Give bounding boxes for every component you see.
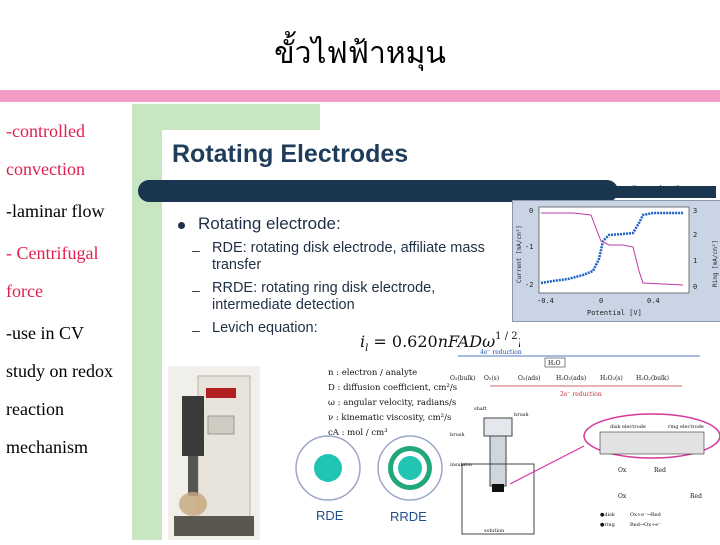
bullet-text: Centrifugal <box>16 243 99 263</box>
four-electron-label: 4e⁻ reduction <box>480 349 522 356</box>
o2-label-text: O <box>630 184 639 196</box>
page-title: ขั้วไฟฟ้าหมุน <box>274 36 446 71</box>
rrde-label: RRDE <box>390 509 427 524</box>
definition-nu: ν : kinematic viscosity, cm²/s <box>328 413 452 423</box>
legend-disk-reaction: Ox+e⁻→Red <box>630 512 662 518</box>
voltammogram-svg: 0 -1 -2 3 2 1 0 -0.4 0 0.4 Potential [V]… <box>516 206 719 317</box>
definition-d: D : diffusion coefficient, cm²/s <box>328 383 458 393</box>
y-right-axis-label: Ring [mA/cm²] <box>712 240 719 287</box>
label-brush-right: brush <box>514 412 529 418</box>
bullet-controlled-convection: -controlled convection <box>6 112 136 188</box>
bullet-laminar-flow: -laminar flow <box>6 192 136 230</box>
bullet-text: force <box>6 281 43 301</box>
voltammogram-plot: 0 -1 -2 3 2 1 0 -0.4 0 0.4 Potential [V]… <box>512 200 720 322</box>
embedded-slide: Rotating Electrodes O2 reduction Rotatin… <box>132 104 720 540</box>
rde-rrde-icons <box>295 435 443 501</box>
label-ring-electrode: ring electrode <box>668 424 704 430</box>
electrode-instrument-photo <box>168 366 260 540</box>
highlight-ellipse <box>583 413 720 459</box>
species-o2-bulk: O₂(bulk) <box>450 375 475 382</box>
dash-icon: – <box>192 242 200 258</box>
x-tick: 0.4 <box>647 297 660 305</box>
bullet-list: -controlled convection -laminar flow - C… <box>6 112 136 470</box>
rde-label: RDE <box>316 508 344 523</box>
x-tick: 0 <box>599 297 603 305</box>
x-tick: -0.4 <box>537 297 554 305</box>
bullet-text: study on redox <box>6 361 113 381</box>
sub-bullet-rrde: RRDE: rotating ring disk electrode, inte… <box>212 280 436 313</box>
divider-bar <box>0 90 720 102</box>
equation-definitions: n : electron / analyte D : diffusion coe… <box>328 366 457 441</box>
rrde-disk-center <box>398 456 422 480</box>
label-red-right: Red <box>690 493 702 500</box>
legend-ring: ●ring <box>600 522 616 528</box>
label-solution: solution <box>484 528 505 534</box>
rrde-mechanism-diagram: 4e⁻ reduction H₂O O₂(bulk) O₂(s) O₂(ads)… <box>450 349 720 535</box>
bullet-prefix: - <box>6 121 12 141</box>
label-shaft: shaft <box>474 406 487 412</box>
y-right-tick: 0 <box>693 283 697 291</box>
bullet-prefix: - <box>6 323 12 343</box>
o2-label-rest: reduction <box>643 184 692 196</box>
bullet-centrifugal-force: - Centrifugal force <box>6 234 136 310</box>
bullet-dot-icon <box>178 222 185 229</box>
o2-label-subscript: 2 <box>638 189 644 199</box>
bullet-text: controlled <box>12 121 85 141</box>
bullet-prefix: - <box>6 243 17 263</box>
label-ox-bottom: Ox <box>618 493 627 500</box>
main-bullet: Rotating electrode: <box>198 214 341 233</box>
dash-icon: – <box>192 322 200 338</box>
species-water: H₂O <box>548 360 561 367</box>
two-electron-label: 2e⁻ reduction <box>560 391 602 398</box>
x-axis-label: Potential [V] <box>587 309 642 317</box>
bullet-cv-study: -use in CV study on redox reaction mecha… <box>6 314 136 466</box>
sub-bullet-rde: RDE: rotating disk electrode, affiliate … <box>212 240 485 273</box>
label-ox-top: Ox <box>618 467 627 474</box>
instrument-illustration <box>174 375 254 536</box>
y-left-tick: 0 <box>529 207 533 215</box>
species-h2o2-s: H₂O₂(s) <box>600 375 623 382</box>
bullet-text: convection <box>6 159 85 179</box>
definition-omega: ω : angular velocity, radians/s <box>328 398 457 408</box>
dash-icon: – <box>192 282 200 298</box>
slide-green-strip <box>132 104 162 540</box>
sub-bullet-levich: Levich equation: <box>212 320 318 336</box>
rde-disk-center <box>314 454 342 482</box>
y-right-tick: 2 <box>693 231 697 239</box>
bullet-text: mechanism <box>6 437 88 457</box>
bullet-prefix: - <box>6 201 12 221</box>
legend-disk: ●disk <box>600 512 616 518</box>
slide-title-bar-extension <box>232 186 716 198</box>
slide-title: Rotating Electrodes <box>172 140 409 168</box>
label-brush-left: brush <box>450 432 465 438</box>
y-right-tick: 1 <box>693 257 697 265</box>
slide-green-top <box>132 104 320 130</box>
legend-ring-reaction: Red→Ox+e⁻ <box>630 522 661 528</box>
bullet-text: use in CV <box>12 323 84 343</box>
y-left-tick: -2 <box>525 281 533 289</box>
y-right-tick: 3 <box>693 207 697 215</box>
label-disk-electrode: disk electrode <box>610 424 646 430</box>
label-red-top: Red <box>654 467 666 474</box>
o2-reduction-label: O2 reduction <box>630 184 691 198</box>
species-o2-s: O₂(s) <box>484 375 499 382</box>
species-o2-ads: O₂(ads) <box>518 375 541 382</box>
species-h2o2-ads: H₂O₂(ads) <box>556 375 586 382</box>
label-insulator: insulator <box>450 462 473 468</box>
definition-ca: cA : mol / cm³ <box>328 428 388 438</box>
species-h2o2-bulk: H₂O₂(bulk) <box>636 375 669 382</box>
bullet-text: reaction <box>6 399 64 419</box>
definition-n: n : electron / analyte <box>328 368 418 378</box>
y-left-axis-label: Current [mA/cm²] <box>516 225 523 283</box>
y-left-tick: -1 <box>525 243 533 251</box>
bullet-text: laminar flow <box>12 201 105 221</box>
